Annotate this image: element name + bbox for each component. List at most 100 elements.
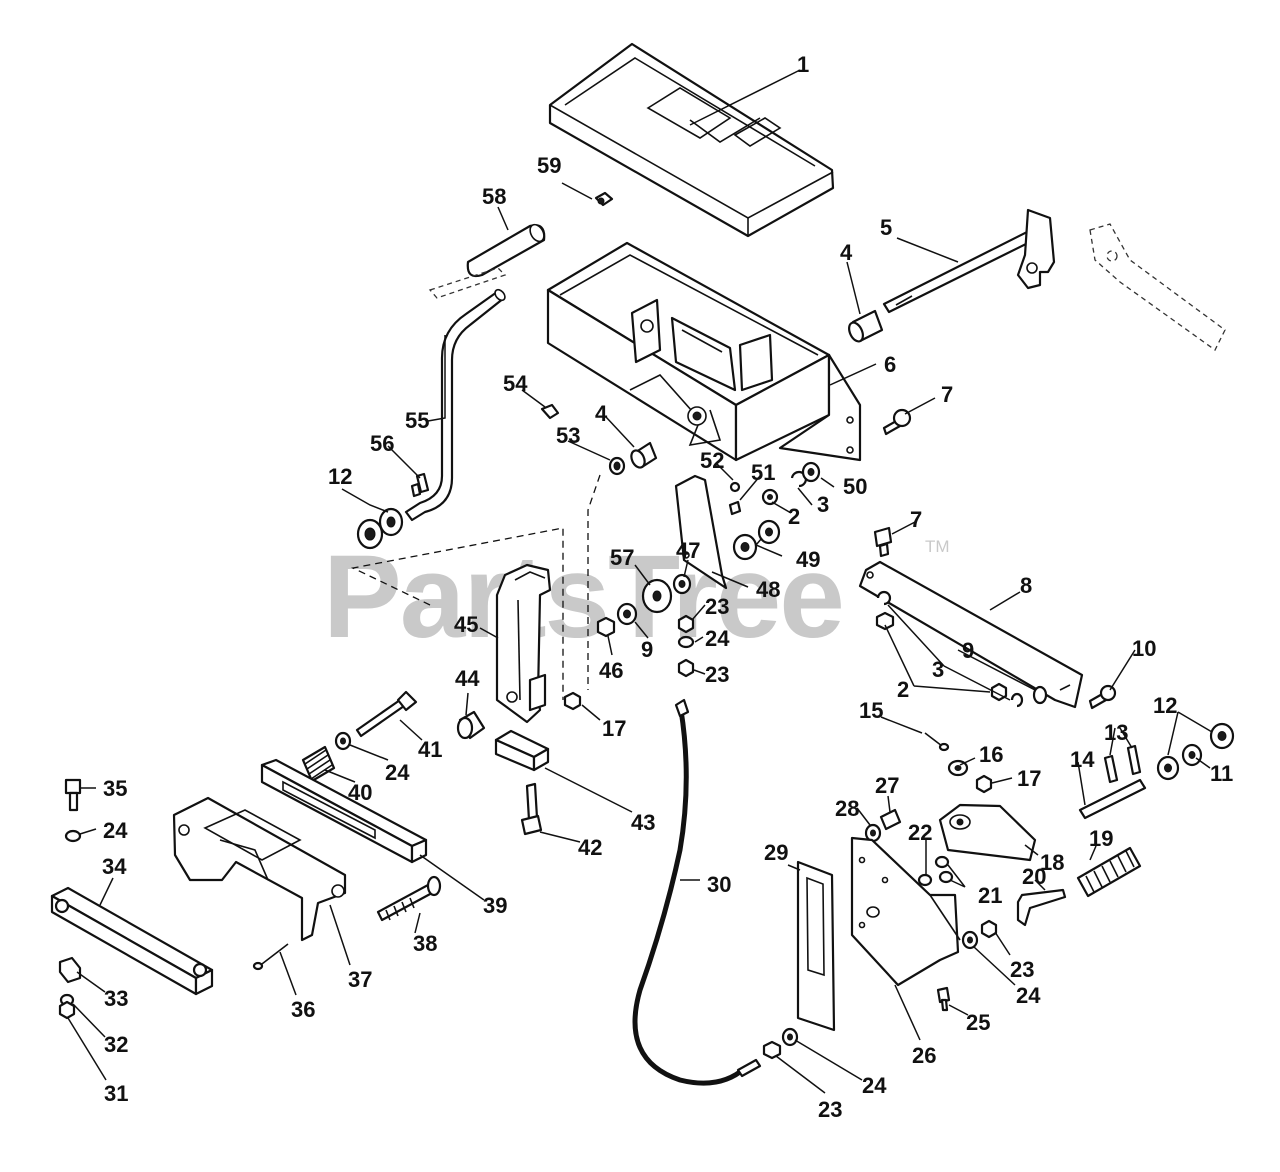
leader-lines [67, 69, 1213, 1094]
ghost-lever [1089, 223, 1226, 351]
callout-43: 43 [631, 810, 655, 835]
callout-34: 34 [102, 854, 127, 879]
part-hardware-center [596, 573, 692, 638]
callout-21: 21 [978, 883, 1002, 908]
callout-16: 16 [979, 742, 1003, 767]
part-spacer-44 [456, 710, 486, 740]
part-pin-20 [1016, 888, 1067, 927]
callout-22: 22 [908, 820, 932, 845]
callout-40: 40 [348, 780, 372, 805]
callout-49: 49 [796, 547, 820, 572]
part-nut-54 [540, 403, 560, 420]
callout-59: 59 [537, 153, 561, 178]
part-plate-26 [850, 836, 961, 987]
callout-24-e: 24 [1016, 983, 1041, 1008]
callout-3-top: 3 [817, 492, 829, 517]
callout-10: 10 [1132, 636, 1156, 661]
callout-36: 36 [291, 997, 315, 1022]
part-screw-59 [594, 191, 614, 207]
part-shaft [882, 208, 1056, 314]
callout-32: 32 [104, 1032, 128, 1057]
callout-15: 15 [859, 698, 883, 723]
callout-18: 18 [1040, 850, 1064, 875]
part-lever-rod [404, 267, 507, 522]
part-bolt-38 [376, 875, 442, 922]
part-bolt-10 [1088, 684, 1117, 710]
callout-24-a: 24 [705, 626, 730, 651]
callout-44: 44 [455, 666, 480, 691]
callout-2-top: 2 [788, 504, 800, 529]
part-bolt-25 [936, 986, 951, 1012]
callout-38: 38 [413, 931, 437, 956]
part-hardware-21-22 [917, 855, 954, 887]
callout-25: 25 [966, 1010, 990, 1035]
callout-57: 57 [610, 545, 634, 570]
callout-24-b: 24 [385, 760, 410, 785]
part-hardware-27-28 [864, 808, 902, 843]
part-cotter-36 [252, 943, 289, 971]
watermark-trademark: TM [925, 537, 950, 556]
callout-12-right: 12 [1153, 693, 1177, 718]
part-hardware-bottom-left [58, 956, 82, 1020]
part-cotter-15 [924, 732, 950, 752]
callout-31: 31 [104, 1081, 128, 1106]
part-cable [632, 707, 748, 1086]
part-bushing-mid [608, 441, 658, 476]
part-bolt-35 [64, 778, 82, 812]
part-washers-right [1156, 722, 1235, 781]
callout-17-left: 17 [602, 716, 626, 741]
callout-24-c: 24 [103, 818, 128, 843]
callout-35: 35 [103, 776, 127, 801]
callout-23-c: 23 [818, 1097, 842, 1122]
callout-27: 27 [875, 773, 899, 798]
part-nut-17-left [563, 691, 582, 711]
part-plate-34 [50, 886, 214, 996]
callout-6: 6 [884, 352, 896, 377]
callout-26: 26 [912, 1043, 936, 1068]
callout-9-right: 9 [962, 638, 974, 663]
callout-2-right: 2 [897, 677, 909, 702]
part-plate-29 [796, 860, 836, 1032]
callout-4-top: 4 [840, 240, 853, 265]
small-hardware-upper [728, 461, 821, 516]
part-washers-49 [732, 519, 781, 561]
part-pin-56 [410, 472, 430, 498]
callout-11: 11 [1210, 761, 1233, 786]
callout-labels: 1 59 58 4 5 6 7 54 4 53 55 56 12 52 51 2… [102, 52, 1233, 1122]
part-hardware-right-lower [961, 919, 998, 950]
part-washer-nut-16-17 [947, 759, 993, 794]
callout-58: 58 [482, 184, 506, 209]
part-bolt-42 [520, 782, 543, 836]
callout-48: 48 [756, 577, 780, 602]
callout-20: 20 [1022, 864, 1046, 889]
callout-23-b: 23 [705, 662, 729, 687]
part-bushing-top [848, 309, 884, 343]
part-pin-14 [1078, 744, 1147, 820]
part-bolt-41 [355, 690, 418, 738]
part-washers-left [356, 507, 404, 550]
part-washer-24-far-left [64, 829, 82, 843]
assembly-line-2 [350, 527, 564, 700]
callout-45: 45 [454, 612, 478, 637]
callout-1: 1 [797, 52, 809, 77]
part-block-43 [494, 729, 550, 772]
callout-17-right: 17 [1017, 766, 1041, 791]
callout-19: 19 [1089, 826, 1113, 851]
callout-54: 54 [503, 371, 528, 396]
callout-53: 53 [556, 423, 580, 448]
part-cable-end-top [674, 698, 690, 718]
part-arm-45 [495, 563, 552, 724]
callout-41: 41 [418, 737, 442, 762]
callout-37: 37 [348, 967, 372, 992]
callout-30: 30 [707, 872, 731, 897]
callout-23-d: 23 [1010, 957, 1034, 982]
part-nut-pair-bottom [762, 1027, 799, 1060]
part-bracket-48 [674, 474, 728, 590]
callout-4-mid: 4 [595, 401, 608, 426]
callout-51: 51 [751, 460, 775, 485]
part-grip [466, 223, 546, 278]
watermark: PartsTree [323, 531, 843, 663]
callout-29: 29 [764, 840, 788, 865]
callout-42: 42 [578, 835, 602, 860]
callout-28: 28 [835, 796, 859, 821]
